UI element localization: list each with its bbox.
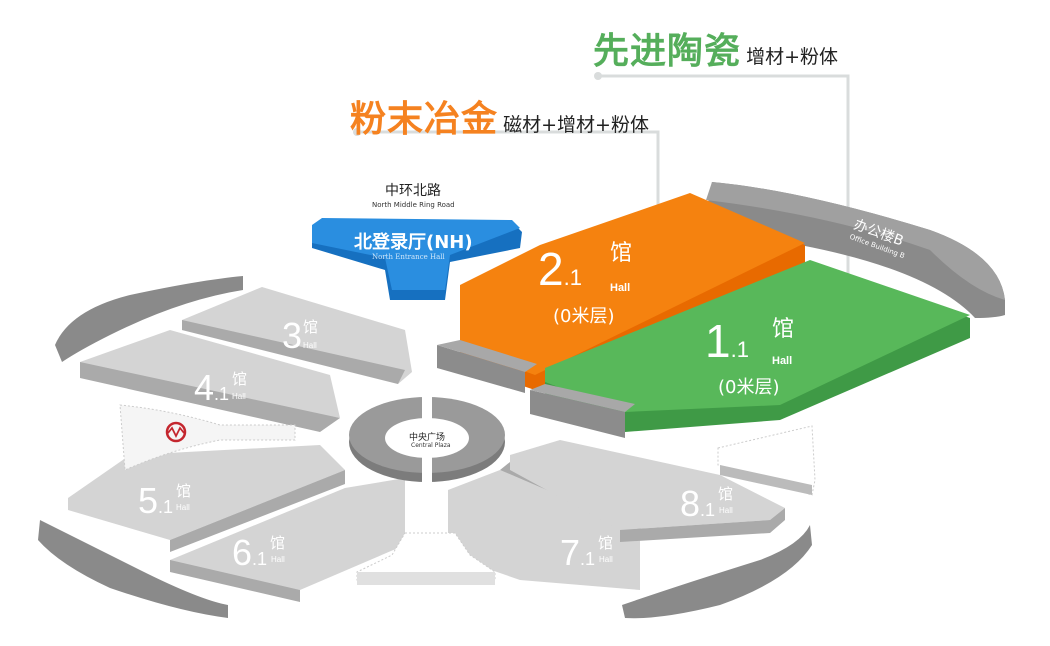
hall-8-1-en: Hall [719,506,733,515]
hall-2-1-floor: (0米层) [553,306,615,327]
hall-1-1-sub: .1 [730,337,749,362]
hall-3-en: Hall [303,341,317,350]
category-powder-metallurgy: 粉末冶金 磁材+增材+粉体 [350,90,649,142]
hall-1-1-floor: (0米层) [718,377,780,398]
hall-5-1-label: 5.1 [138,483,173,519]
metro-passage [119,404,296,471]
hall-6-1-en: Hall [271,555,285,564]
hall-7-1-sub: .1 [580,549,596,569]
hall-6-1-sub: .1 [252,549,268,569]
hall-6-1-cn: 馆 [270,535,286,552]
category-powder-title: 粉末冶金 [350,99,499,140]
hall-5-1-number: 5 [138,480,159,521]
hall-7-1-cn: 馆 [598,535,614,552]
hall-8-1-number: 8 [680,483,701,524]
hall-8-1-sub: .1 [700,500,716,520]
metro-icon [165,421,187,443]
hall-4-1-sub: .1 [214,384,230,404]
hall-5-1[interactable] [68,445,345,540]
category-powder-subtitle: 磁材+增材+粉体 [503,114,649,136]
hall-4-1-cn: 馆 [232,371,248,388]
hall-5-1-cn: 馆 [176,483,192,500]
south-entrance [356,532,496,585]
hall-5-1-en: Hall [176,503,190,512]
hall-2-1-number: 2 [538,243,564,295]
hall-7-1-number: 7 [560,532,581,573]
category-ceramics-subtitle: 增材+粉体 [746,46,839,68]
office-building-b [705,182,1005,318]
central-plaza [349,395,505,485]
road-en: North Middle Ring Road [372,201,455,209]
left-walls [38,276,243,618]
north-entrance-hall[interactable] [312,218,522,300]
hall-4-1-label: 4.1 [194,370,229,406]
hall-5-1-sub: .1 [158,497,174,517]
hall-6-1-label: 6.1 [232,535,267,571]
hall-8-1-label: 8.1 [680,486,715,522]
central-plaza-cn: 中央广场 [409,433,446,443]
road-cn: 中环北路 [385,183,441,199]
hall-4-1[interactable] [80,330,340,418]
east-outline [717,425,816,496]
hall-2-1-sub: .1 [563,265,582,290]
hall-1-1-en: Hall [772,355,793,367]
north-entrance-cn: 北登录厅(NH) [354,232,473,253]
hall-2-1-cn: 馆 [610,240,633,265]
hall-4-1-en: Hall [232,392,246,401]
hall-6-1[interactable] [170,478,405,590]
hall-1-1-label: 1.1 [705,318,749,364]
category-ceramics-title: 先进陶瓷 [593,31,742,72]
hall-1-1-cn: 馆 [772,316,795,341]
right-wall [622,525,812,619]
hall-8-1[interactable] [510,440,785,530]
hall-2-1-en: Hall [610,282,631,294]
hall-7-1[interactable] [448,470,640,590]
hall-3-label: 3 [282,318,302,354]
road-label: 中环北路 [383,180,443,200]
hall-3-cn: 馆 [303,319,319,336]
hall-1-1[interactable] [530,260,970,438]
gray-halls [68,287,785,602]
hall-8-1-cn: 馆 [718,486,734,503]
hall-7-1-label: 7.1 [560,535,595,571]
hall-7-1-en: Hall [599,555,613,564]
central-plaza-en: Central Plaza [411,442,451,449]
hall-3-number: 3 [282,315,303,356]
hall-4-1-number: 4 [194,367,215,408]
hall-1-1-number: 1 [705,315,731,367]
hall-2-1-label: 2.1 [538,246,582,292]
category-ceramics: 先进陶瓷 增材+粉体 [593,22,838,74]
north-entrance-en: North Entrance Hall [372,253,445,261]
hall-2-1[interactable] [437,193,805,393]
hall-6-1-number: 6 [232,532,253,573]
